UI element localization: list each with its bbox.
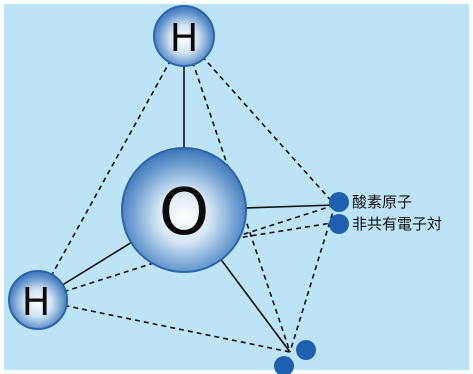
electron-dot xyxy=(296,340,316,360)
edge-htop-electron-top xyxy=(183,35,336,206)
hydrogen-top-symbol: H xyxy=(170,16,199,60)
edge-hleft-electron-bottom xyxy=(37,299,291,353)
lone-pair-electrons-bottom xyxy=(274,340,316,374)
electron-dot xyxy=(274,356,294,374)
hydrogen-atom-left: H xyxy=(8,270,68,330)
oxygen-atom: O xyxy=(121,147,247,273)
edge-o-lonepair-dashed xyxy=(224,221,339,241)
lone-pair-electrons-right xyxy=(329,192,349,234)
oxygen-atom-label: 酸素原子 xyxy=(352,193,413,211)
lone-pair-label: 非共有電子対 xyxy=(352,215,443,233)
edge-electron-top-bottom xyxy=(289,204,336,353)
hydrogen-left-symbol: H xyxy=(22,280,51,324)
electron-dot xyxy=(329,192,349,212)
oxygen-symbol: O xyxy=(159,176,209,250)
electron-dot xyxy=(329,214,349,234)
hydrogen-atom-top: H xyxy=(153,5,215,67)
